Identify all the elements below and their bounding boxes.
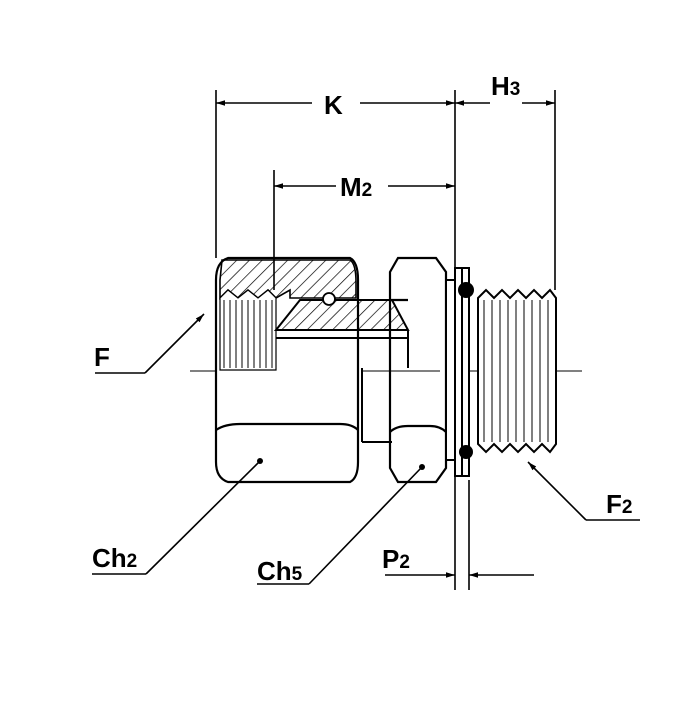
label-k: K <box>324 90 343 120</box>
sealing-cone <box>273 299 410 443</box>
leader-f <box>95 313 205 374</box>
o-ring-small <box>322 292 336 306</box>
nut-thread-lines <box>223 300 273 368</box>
label-ch2: Ch2 <box>92 543 137 573</box>
body-hex <box>388 256 448 484</box>
label-p2: P2 <box>382 544 410 574</box>
leader-ch2 <box>92 460 261 575</box>
label-m2: M2 <box>340 172 372 202</box>
seal-washer <box>445 267 470 477</box>
leader-ch5 <box>257 466 423 585</box>
label-h3: H3 <box>491 71 520 101</box>
swivel-nut <box>214 256 360 484</box>
o-ring-bottom <box>459 445 473 459</box>
ch2-point <box>257 458 263 464</box>
label-ch5: Ch5 <box>257 556 303 586</box>
label-f: F <box>94 342 110 372</box>
extension-lines <box>215 90 556 590</box>
label-f2: F2 <box>606 489 632 519</box>
stud-thread-lines <box>483 300 549 442</box>
o-ring-top <box>458 282 474 298</box>
leader-f2 <box>527 461 640 521</box>
male-thread-stud <box>477 288 557 454</box>
ch5-point <box>419 464 425 470</box>
